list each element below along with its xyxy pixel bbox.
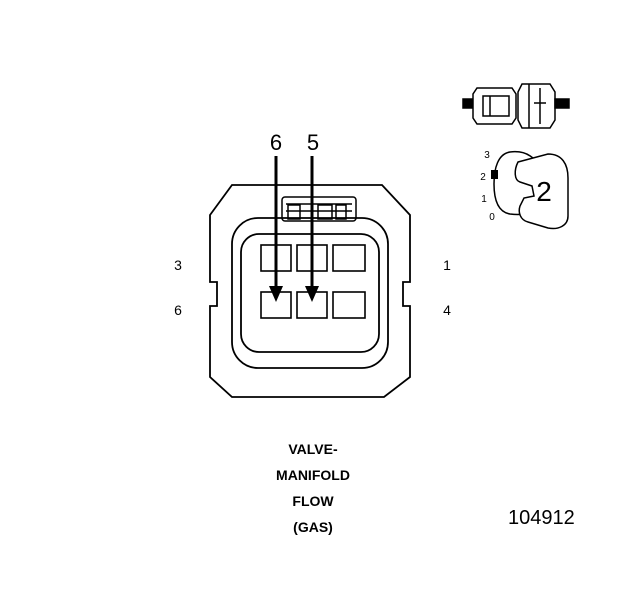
pin-label-left-top: 3	[174, 257, 182, 273]
cavity-4	[332, 291, 366, 319]
connector-inner-face	[231, 217, 389, 369]
arrow-6-head	[269, 286, 283, 302]
caption-line: (GAS)	[293, 519, 333, 535]
figure-id: 104912	[508, 507, 575, 529]
pin-label-right-top: 1	[443, 257, 451, 273]
lock-label: 2	[536, 176, 552, 207]
arrow-5-head	[305, 286, 319, 302]
lock-position-3: 3	[484, 150, 490, 161]
connector-cavity-frame	[240, 233, 380, 353]
connector-side-view-icon	[462, 83, 570, 129]
pin-label-right-bottom: 4	[443, 302, 451, 318]
caption-line: VALVE-	[288, 441, 338, 457]
caption-line: FLOW	[292, 493, 334, 509]
locking-tab	[281, 196, 357, 222]
cavity-1	[332, 244, 366, 272]
caption-line: MANIFOLD	[276, 467, 350, 483]
lock-position-1: 1	[481, 194, 487, 205]
lock-position-2: 2	[480, 172, 486, 183]
arrow-label-5: 5	[307, 130, 319, 155]
position-lock-icon	[491, 150, 569, 230]
connector-outer-housing	[209, 184, 411, 398]
pin-label-left-bottom: 6	[174, 302, 182, 318]
arrow-label-6: 6	[270, 130, 282, 155]
lock-position-0: 0	[489, 212, 495, 223]
connector-caption: VALVE- MANIFOLD FLOW (GAS)	[213, 436, 413, 540]
pointer-arrows	[269, 156, 319, 302]
